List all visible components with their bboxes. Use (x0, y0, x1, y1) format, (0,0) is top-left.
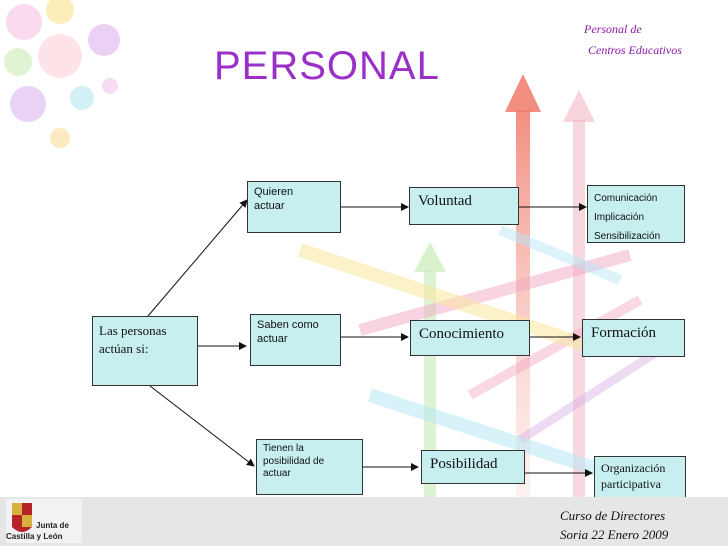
condition-line: actuar (263, 468, 291, 479)
result-organizacion: Organización participativa (594, 456, 686, 498)
result-line: participativa (601, 477, 661, 492)
condition-line: posibilidad de (263, 455, 325, 467)
root-node-line: Las personas (99, 323, 167, 338)
result-line: Organización (601, 461, 666, 475)
condition-line: Saben como (257, 319, 319, 331)
logo-text-line: Junta de (36, 521, 69, 530)
logo-text-line: Castilla y León (6, 532, 63, 541)
concept-conocimiento: Conocimiento (410, 320, 530, 356)
header-note-line1: Personal de (584, 22, 642, 36)
footer-bar (0, 497, 728, 546)
condition-line: actuar (257, 332, 288, 345)
result-line: Comunicación (594, 193, 658, 204)
result-line: Formación (591, 325, 656, 341)
header-note-line2: Centros Educativos (588, 43, 682, 57)
result-line: Sensibilización (594, 231, 661, 242)
footer-date: Soria 22 Enero 2009 (560, 527, 669, 542)
condition-line: actuar (254, 199, 285, 212)
root-node-line: actúan si: (99, 340, 149, 356)
logo-text: Castilla y León (6, 532, 63, 542)
condition-tienen-posibilidad: Tienen la posibilidad de actuar (256, 439, 363, 495)
logo-text: Junta de (34, 521, 69, 531)
coat-of-arms-icon (12, 503, 32, 532)
condition-line: Tienen la (263, 443, 304, 454)
concept-label: Conocimiento (419, 326, 504, 342)
result-comunicacion: Comunicación Implicación Sensibilización (587, 185, 685, 243)
page-title: PERSONAL (214, 44, 440, 88)
result-line: Implicación (594, 212, 645, 223)
concept-voluntad: Voluntad (409, 187, 519, 225)
footer-course: Curso de Directores (560, 508, 666, 523)
concept-label: Voluntad (418, 193, 472, 209)
junta-logo (6, 499, 82, 543)
root-node: Las personas actúan si: (92, 316, 198, 386)
concept-label: Posibilidad (430, 456, 498, 472)
concept-posibilidad: Posibilidad (421, 450, 525, 484)
condition-saben-como-actuar: Saben como actuar (250, 314, 341, 366)
condition-line: Quieren (254, 186, 294, 198)
result-formacion: Formación (582, 319, 685, 357)
condition-quieren-actuar: Quieren actuar (247, 181, 341, 233)
